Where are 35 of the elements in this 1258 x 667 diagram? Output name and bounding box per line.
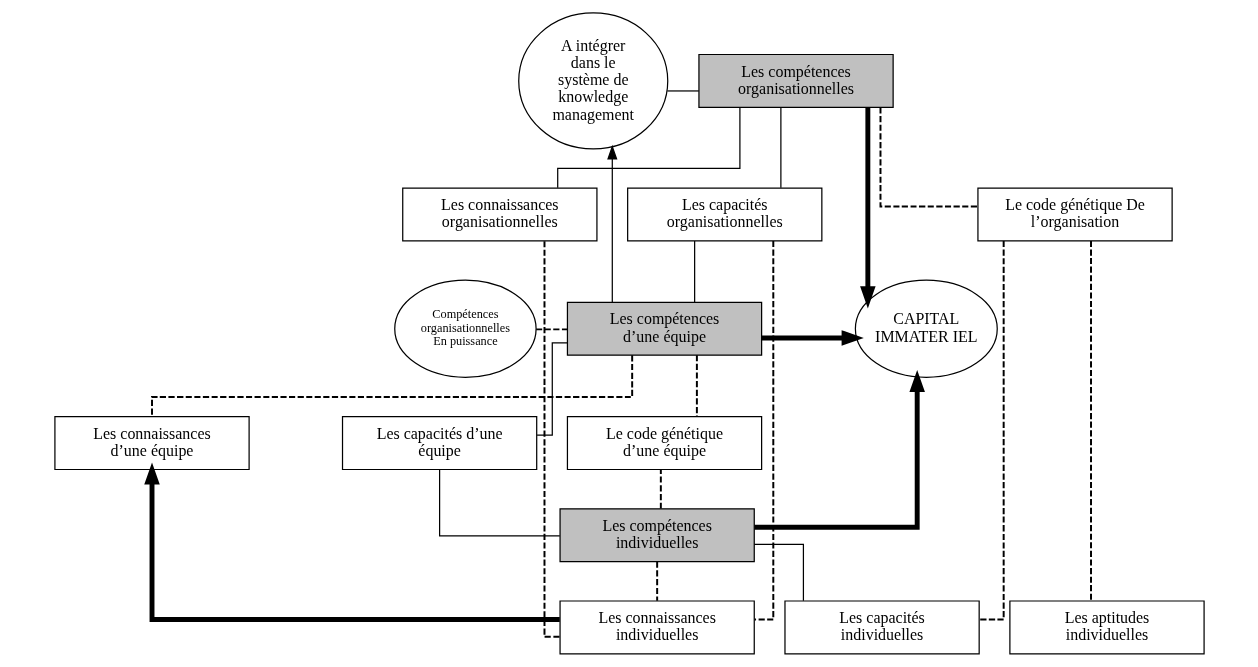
node-box: Le code génétique d’une équipe (566, 416, 762, 471)
connector (438, 469, 560, 537)
arrow (753, 369, 925, 530)
node-ellipse: CAPITAL IMMATER IEL (854, 279, 998, 378)
connector (779, 107, 781, 189)
node-box: Les capacités individuelles (783, 600, 980, 655)
node-box: Les capacités organisationnelles (626, 187, 822, 242)
node-box: Les compétences individuelles (558, 508, 755, 563)
node-box: Les connaissances individuelles (558, 600, 755, 655)
node-ellipse: Compétences organisationnelles En puissance (393, 279, 537, 378)
node-box: Les compétences organisationnelles (697, 53, 894, 108)
connector (543, 240, 561, 638)
connector (655, 560, 658, 602)
connector (659, 468, 662, 510)
node-box: Les compétences d’une équipe (566, 301, 762, 356)
connector (879, 106, 979, 208)
arrow (761, 330, 864, 346)
connector (150, 354, 633, 418)
connector (753, 543, 804, 602)
arrow (606, 144, 617, 303)
connector (978, 240, 1005, 621)
node-circle: A intégrer dans le système de knowledge management (517, 12, 668, 150)
node-box: Le code génétique De l’organisation (976, 187, 1173, 242)
arrow (143, 462, 560, 622)
connector (556, 107, 741, 189)
node-box: Les connaissances d’une équipe (53, 416, 250, 471)
node-box: Les capacités d’une équipe (341, 416, 537, 471)
connector (666, 90, 699, 92)
node-box: Les connaissances organisationnelles (401, 187, 598, 242)
arrow (859, 107, 876, 309)
connector (534, 328, 568, 331)
connector (1089, 239, 1092, 602)
connector (535, 342, 568, 436)
node-box: Les aptitudes individuelles (1008, 600, 1205, 655)
connector (693, 240, 695, 303)
